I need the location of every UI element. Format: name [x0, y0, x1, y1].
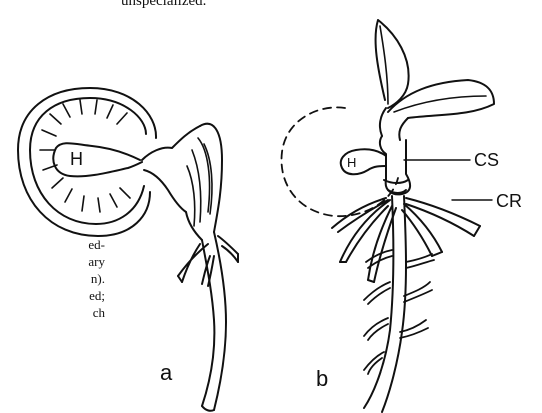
label-h-b: H	[347, 155, 356, 170]
seed-coat-outer	[18, 88, 156, 236]
label-cs: CS	[474, 150, 499, 170]
endosperm-inner	[30, 98, 146, 224]
cotyledon-stalk	[142, 126, 200, 160]
label-panel-a: a	[160, 360, 173, 385]
haustorium-a	[53, 143, 142, 176]
label-panel-b: b	[316, 366, 328, 391]
panel-a-seed	[18, 88, 238, 411]
panel-b-seedling	[281, 20, 494, 412]
label-h-a: H	[70, 149, 83, 169]
label-cr: CR	[496, 191, 522, 211]
stem-b	[380, 108, 408, 140]
main-root-b	[364, 196, 406, 412]
